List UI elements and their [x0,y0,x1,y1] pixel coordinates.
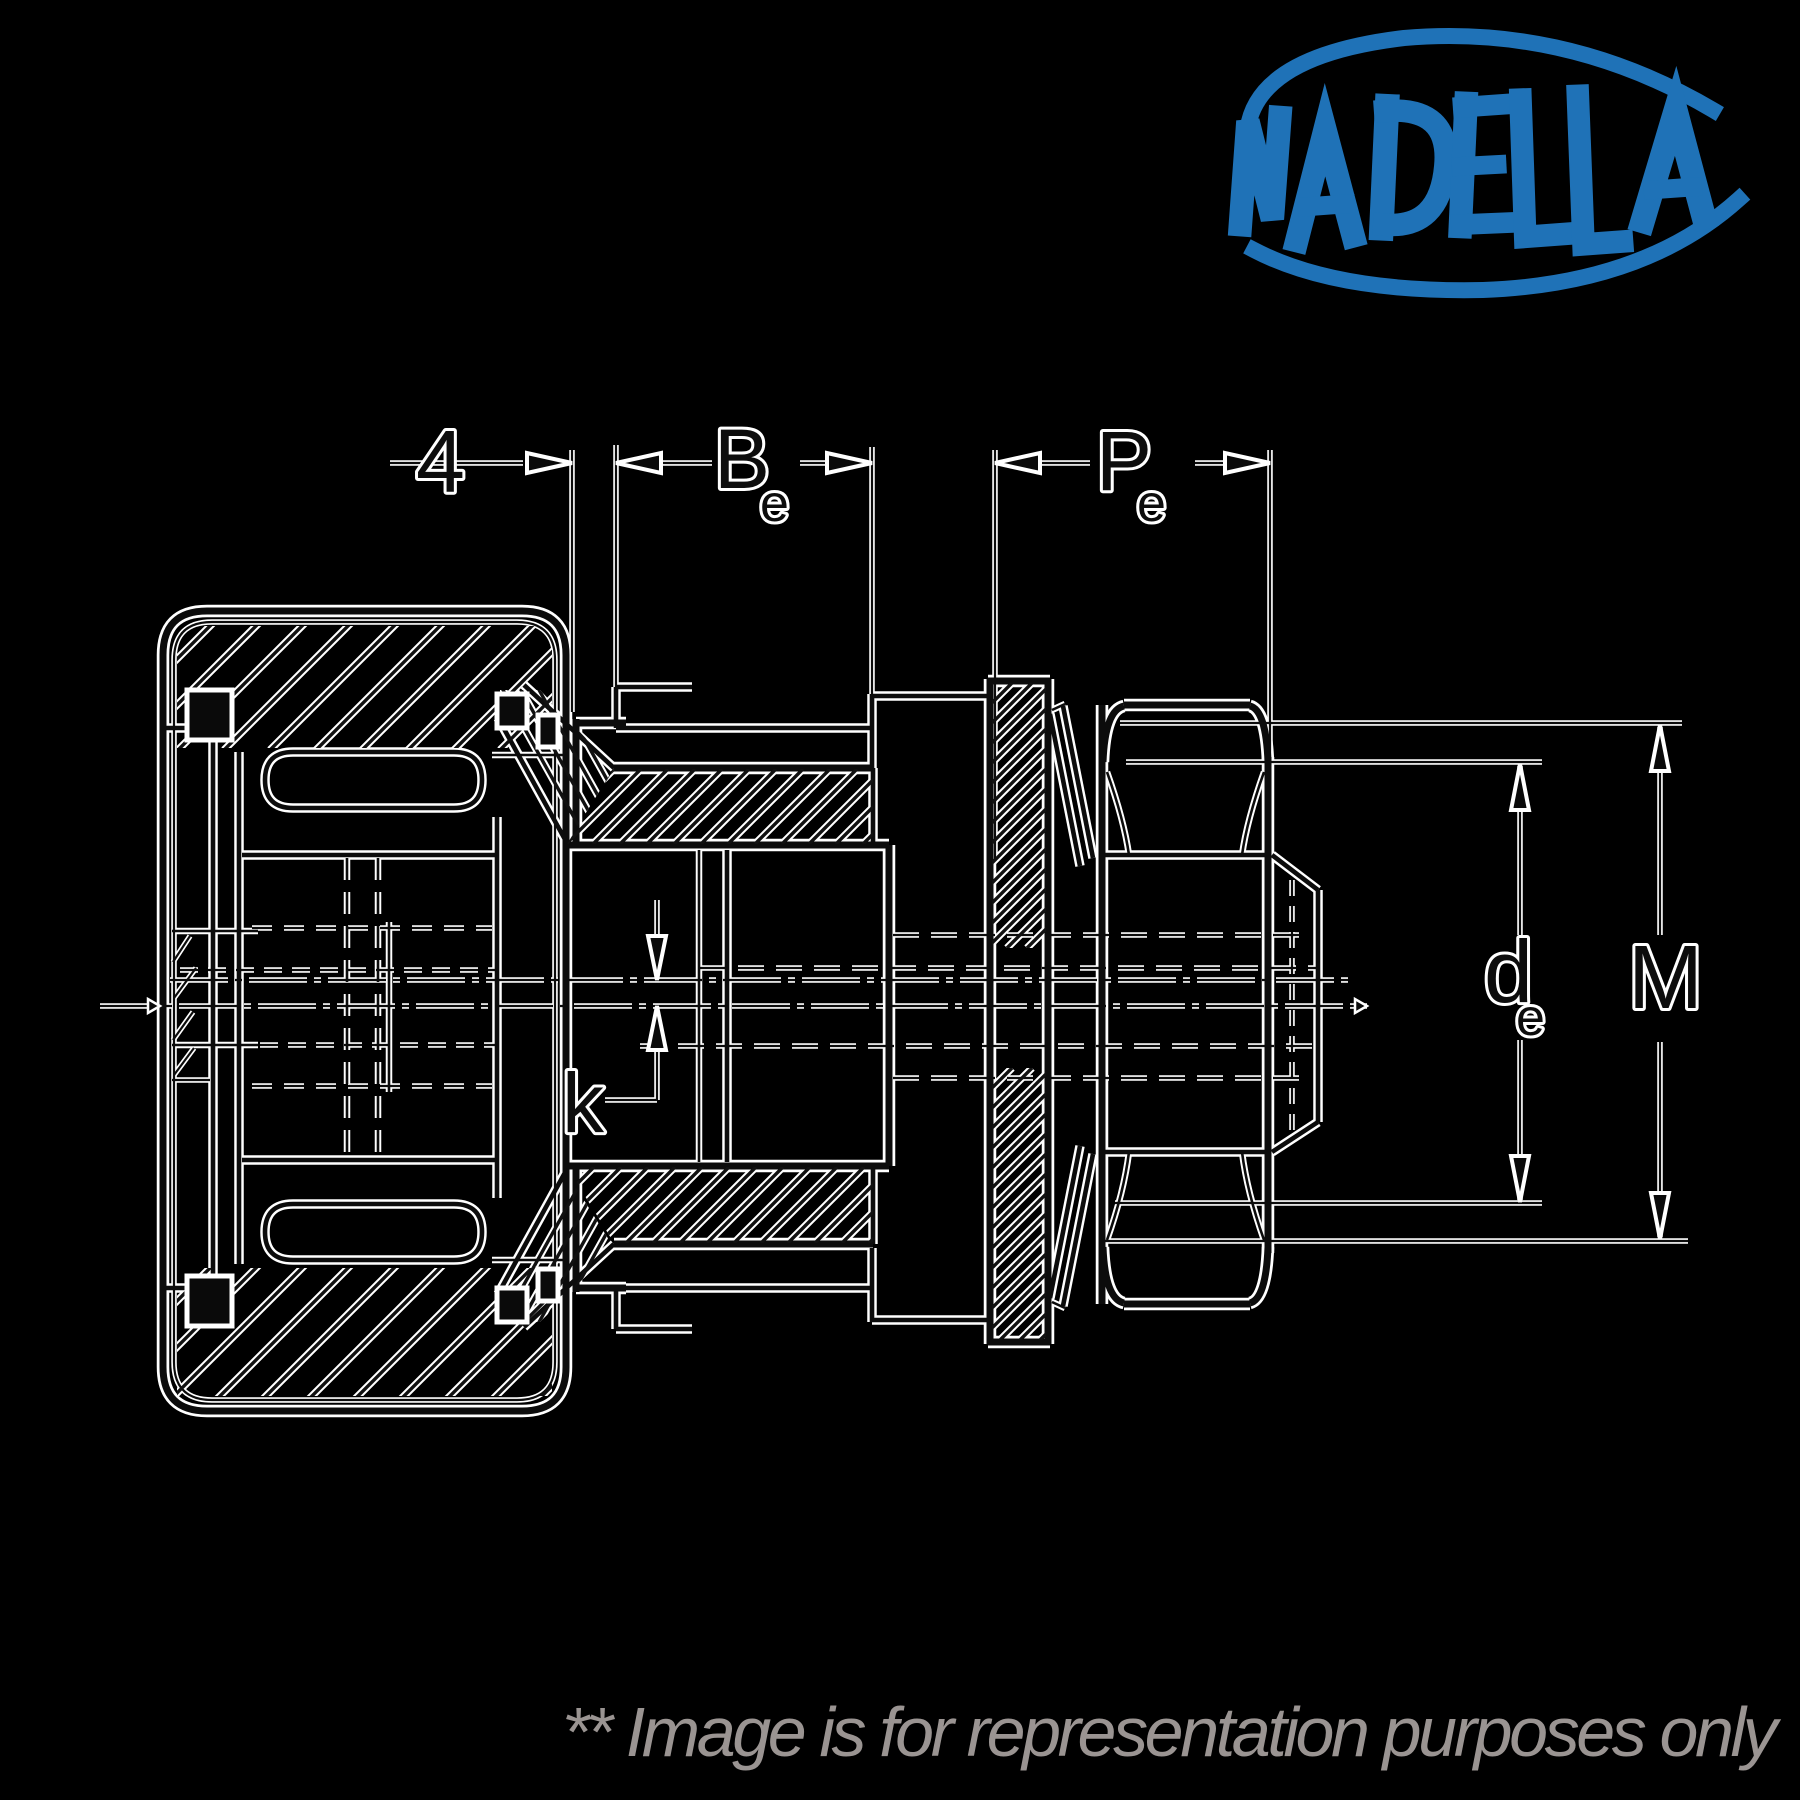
svg-text:4: 4 [416,412,465,511]
svg-text:P: P [1096,414,1152,508]
svg-text:d: d [1484,922,1533,1021]
svg-text:M: M [1628,928,1703,1028]
svg-text:e: e [1137,475,1166,533]
svg-text:** Image is for representation: ** Image is for representation purposes … [562,1693,1782,1771]
svg-text:e: e [760,475,789,533]
svg-text:k: k [562,1056,605,1150]
svg-text:e: e [1516,989,1545,1047]
svg-text:B: B [714,412,770,506]
